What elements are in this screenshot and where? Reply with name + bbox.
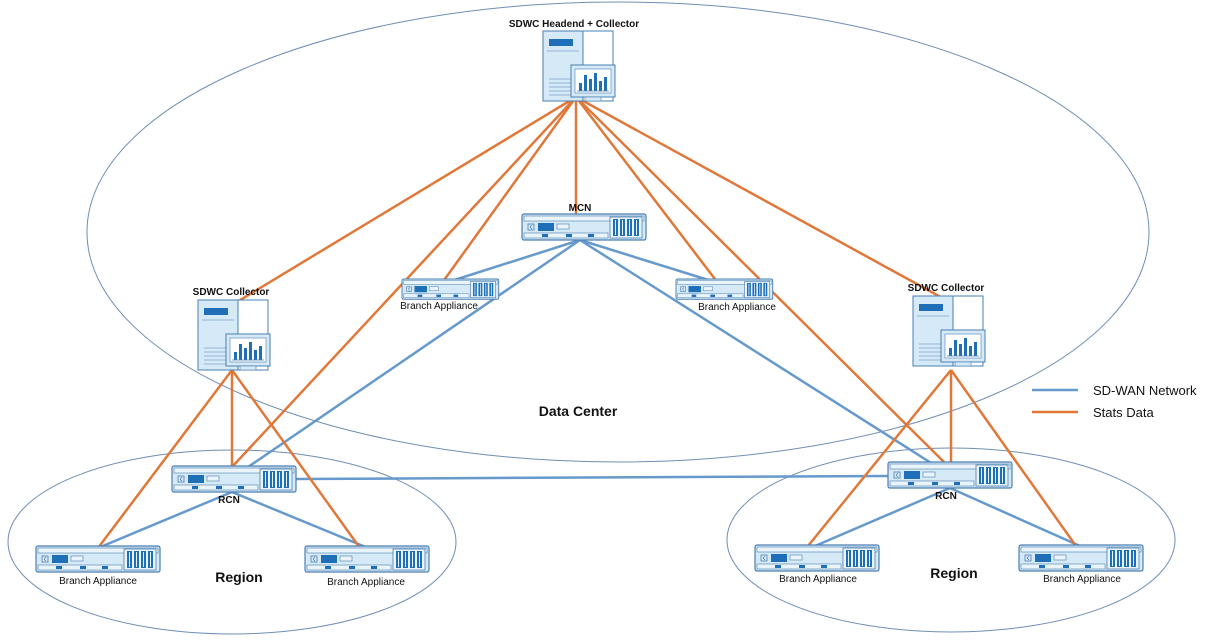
collector-right-label: SDWC Collector [908,283,985,294]
sdwan-link [295,474,891,481]
network-appliance-icon [754,544,880,572]
branch-rl-1-label: Branch Appliance [59,576,137,587]
network-appliance-icon [171,465,297,493]
rcn-right-label: RCN [935,491,957,502]
region-left-label: Region [215,569,262,585]
region-right-label: Region [930,565,977,581]
branch-rr-2-appliance [1018,544,1144,572]
branch-rl-2-appliance [304,545,430,573]
headend-server [542,30,616,102]
network-appliance-icon [887,461,1013,489]
stats-links [97,95,1078,549]
network-appliance-icon [304,545,430,573]
data-center-label: Data Center [539,403,618,419]
stats-link [97,369,233,549]
branch-rl-1-appliance [35,545,161,573]
sdwan-link [579,238,719,285]
sdwan-link [97,490,233,550]
branch-rr-1-appliance [754,544,880,572]
stats-link [807,369,952,547]
network-appliance-icon [521,213,647,241]
sdwan-link [444,238,581,285]
mcn-appliance [521,213,647,241]
rcn-right-appliance [887,461,1013,489]
network-appliance-icon [35,545,161,573]
server-monitor-icon [912,295,986,367]
branch-rr-2-label: Branch Appliance [1043,574,1121,585]
rcn-left-label: RCN [218,495,240,506]
sdwan-link [231,490,369,550]
sdwan-links [97,238,1081,550]
branch-dc-right-appliance [675,278,774,300]
collector-right-server [912,295,986,367]
stats-link [949,369,1078,547]
stats-link [575,95,947,302]
rcn-left-appliance [171,465,297,493]
branch-dc-left-appliance [401,278,500,300]
branch-dc-right-label: Branch Appliance [698,302,776,313]
collector-left-label: SDWC Collector [193,287,270,298]
sdwan-link [949,486,1081,548]
branch-rl-2-label: Branch Appliance [327,577,405,588]
server-monitor-icon [197,299,271,371]
stats-link [440,96,578,284]
headend-label: SDWC Headend + Collector [509,19,639,30]
branch-dc-left-label: Branch Appliance [400,301,478,312]
server-monitor-icon [542,30,616,102]
sdwan-link [231,238,581,480]
stats-link [231,95,577,307]
data-center-ellipse [86,1,1150,463]
branch-rr-1-label: Branch Appliance [779,574,857,585]
stats-link [575,96,719,284]
stats-link [230,369,362,549]
mcn-label: MCN [569,203,592,214]
legend-label-sdwan: SD-WAN Network [1093,383,1197,398]
sdwan-link [579,238,951,477]
network-appliance-icon [401,278,500,300]
network-appliance-icon [675,278,774,300]
network-appliance-icon [1018,544,1144,572]
legend: SD-WAN Network Stats Data [1032,383,1197,420]
sdwan-link [814,486,951,548]
collector-left-server [197,299,271,371]
legend-label-stats: Stats Data [1093,405,1154,420]
